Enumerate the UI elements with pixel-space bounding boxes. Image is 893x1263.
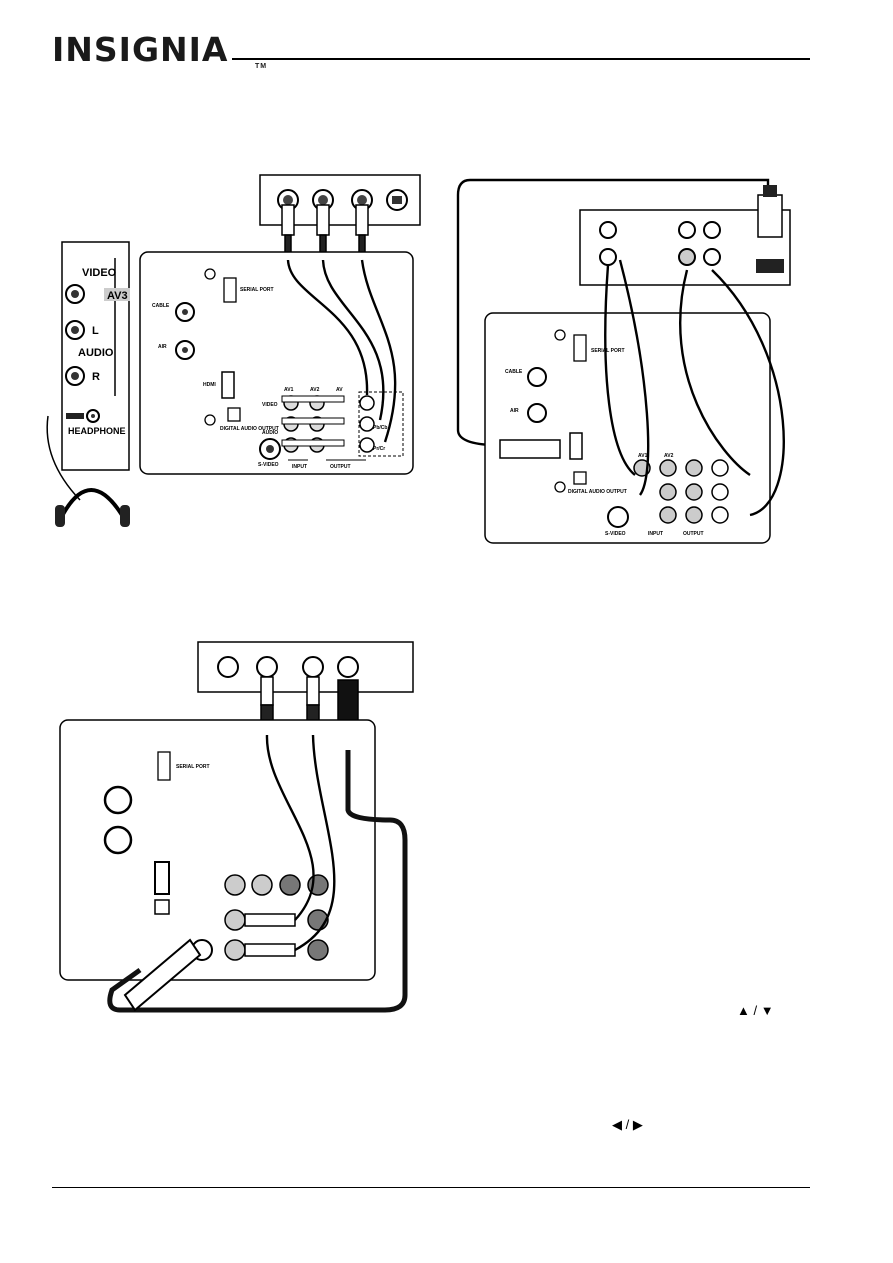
side-right-label: R [92, 371, 100, 383]
digital-audio-output-label: DIGITAL AUDIO OUTPUT [220, 426, 279, 432]
diagram-component-connection: VIDEO AV3 L AUDIO R HEADPHONE SERIAL POR… [46, 174, 421, 527]
right-arrow-icon: ▶ [632, 1117, 643, 1132]
diagram-hdmi-connection: SERIAL PORT CABLE AIR DIGITAL AUDIO OUTP… [456, 178, 791, 544]
av1-label-2: AV1 [638, 453, 648, 459]
output-label-2: OUTPUT [683, 531, 704, 537]
svideo-plug-tv [123, 938, 202, 1012]
brand-logo: INSIGNIA TM [52, 30, 266, 70]
s-video-label-2: S-VIDEO [605, 531, 626, 537]
side-audio-label: AUDIO [78, 347, 114, 359]
component-plugs [281, 204, 369, 261]
av2-label-2: AV2 [664, 453, 674, 459]
audio-cables [604, 259, 785, 517]
input-label-2: INPUT [648, 531, 663, 537]
hdmi-connector-device [756, 185, 784, 273]
hdmi-port [221, 371, 235, 399]
tv-rear-panel-2 [484, 312, 771, 544]
pb-cb-label: Pb/Cb [373, 425, 387, 431]
down-arrow-icon: ▼ [760, 1003, 774, 1018]
header-rule [232, 58, 810, 60]
optical-port [227, 407, 241, 422]
brand-name: INSIGNIA [52, 30, 229, 69]
left-arrow-icon: ◀ [612, 1117, 622, 1132]
footer-rule [52, 1187, 810, 1188]
cable-label-2: CABLE [505, 369, 523, 375]
digital-audio-output-label-2: DIGITAL AUDIO OUTPUT [568, 489, 627, 495]
av-label: AV [336, 387, 343, 393]
air-label-2: AIR [510, 408, 519, 414]
hdmi-cable [456, 178, 770, 447]
av2-label: AV2 [310, 387, 320, 393]
pr-cr-label: Pr/Cr [373, 446, 385, 452]
serial-port-label-2: SERIAL PORT [591, 348, 625, 354]
side-left-label: L [92, 325, 99, 337]
svideo-device-jacks [217, 656, 359, 678]
diagram-svideo-connection: SERIAL PORT [59, 641, 414, 1013]
cable-label: CABLE [152, 303, 170, 309]
trademark-mark: TM [255, 63, 268, 70]
headphone-label: HEADPHONE [68, 426, 126, 436]
serial-port-label-3: SERIAL PORT [176, 764, 210, 770]
svideo-cables [265, 734, 336, 952]
arrow-separator: / [753, 1003, 758, 1018]
side-av3-label: AV3 [107, 290, 128, 302]
av1-label: AV1 [284, 387, 294, 393]
video-row-label: VIDEO [262, 402, 278, 408]
hdmi-plug-tv [499, 439, 561, 459]
audio-row-label: AUDIO [262, 430, 278, 436]
hdmi-device-jacks [599, 221, 721, 266]
component-cables [286, 259, 397, 443]
av-jack-grid-2 [633, 459, 729, 524]
serial-port-label: SERIAL PORT [240, 287, 274, 293]
output-label: OUTPUT [330, 464, 351, 470]
side-video-label: VIDEO [82, 267, 117, 279]
arrow-separator-2: / [625, 1117, 630, 1132]
tv-rear-panel-3 [59, 719, 376, 981]
headphones-icon [55, 488, 130, 527]
input-label: INPUT [292, 464, 307, 470]
s-video-label: S-VIDEO [258, 462, 279, 468]
svideo-cable [107, 750, 408, 1013]
left-right-arrows: ◀ / ▶ [612, 1117, 643, 1133]
side-panel [61, 241, 130, 471]
hdmi-label: HDMI [203, 382, 216, 388]
serial-port [223, 277, 237, 303]
up-down-arrows: ▲ / ▼ [737, 1003, 774, 1018]
up-arrow-icon: ▲ [737, 1003, 750, 1018]
air-label: AIR [158, 344, 167, 350]
